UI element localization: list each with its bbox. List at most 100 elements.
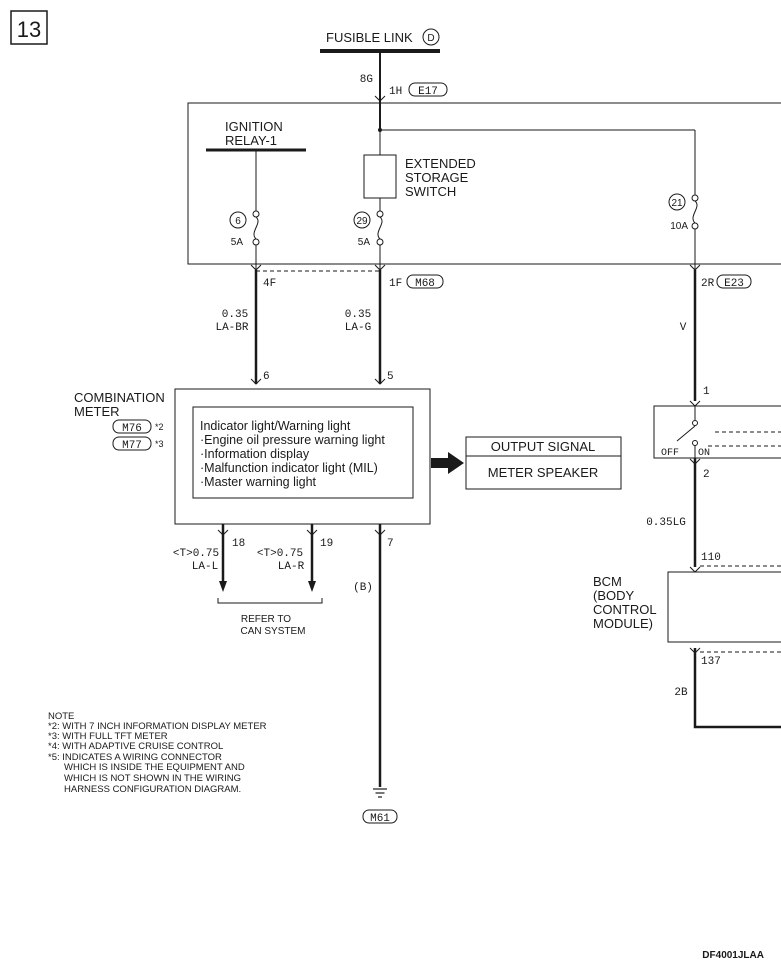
connector-m68-box xyxy=(406,274,444,289)
note-4: *4: WITH ADAPTIVE CRUISE CONTROL xyxy=(48,741,223,752)
switch-contact-bottom xyxy=(692,440,698,446)
switch-pivot xyxy=(692,420,698,426)
note-2: *2: WITH 7 INCH INFORMATION DISPLAY METE… xyxy=(48,721,267,732)
ground-connector: M61 xyxy=(370,813,390,825)
extended-storage-switch xyxy=(363,154,397,199)
meter-pin-5: 5 xyxy=(387,371,394,383)
switch-pin-2: 2 xyxy=(703,469,710,481)
wire-0-35lg-label: 0.35LG xyxy=(646,517,686,529)
wire-v-label: V xyxy=(680,322,687,334)
bcm-box xyxy=(667,571,781,643)
fuse-6-number: 6 xyxy=(235,216,241,227)
meter-pin-5-mark xyxy=(374,378,386,385)
can-spec-19: <T>0.75 xyxy=(257,548,303,560)
indicator-title: Indicator light/Warning light xyxy=(200,419,351,433)
fuse-6-rating: 5A xyxy=(231,237,244,248)
fuse-29-terminal-bottom xyxy=(376,238,384,246)
connector-e23-box xyxy=(716,274,752,289)
fuse-21-number-circle xyxy=(668,193,686,211)
fuse-block-outline xyxy=(187,102,781,265)
fuse-6-number-circle xyxy=(229,211,247,229)
bcm-pin-137: 137 xyxy=(701,656,721,668)
bcm-pin-110-mark xyxy=(689,566,701,573)
fuse-21-rating: 10A xyxy=(670,221,688,232)
connector-m77-box xyxy=(112,436,152,451)
can-arrow-18 xyxy=(219,581,227,592)
storage-switch-line3: SWITCH xyxy=(405,184,456,199)
connector-m76: M76 xyxy=(122,423,142,435)
connector-e17-mark xyxy=(374,95,386,102)
switch-on-label: ON xyxy=(698,448,710,459)
note-heading: NOTE xyxy=(48,711,74,722)
ground-connector-box xyxy=(362,809,398,824)
connector-e17-name: E17 xyxy=(418,86,438,98)
page-number: 13 xyxy=(17,17,41,42)
combination-meter-line1: COMBINATION xyxy=(74,390,165,405)
note-5-cont-2: WHICH IS NOT SHOWN IN THE WIRING xyxy=(64,773,241,784)
meter-pin-6: 6 xyxy=(263,371,270,383)
fuse-21-number: 21 xyxy=(671,198,683,209)
combination-meter xyxy=(174,388,431,525)
can-bracket xyxy=(217,598,323,604)
indicator-light-box xyxy=(192,406,414,499)
refer-line2: CAN SYSTEM xyxy=(240,626,305,637)
fuse-6-terminal-bottom xyxy=(252,238,260,246)
meter-pin-6-mark xyxy=(250,378,262,385)
note-ref-2: *2 xyxy=(155,422,164,432)
can-spec-18: <T>0.75 xyxy=(173,548,219,560)
wire-b-label: (B) xyxy=(353,582,373,594)
fuse-21-terminal-top xyxy=(691,194,699,202)
fuse-21-element xyxy=(692,200,698,224)
indicator-item-mil: ·Malfunction indicator light (MIL) xyxy=(200,461,378,475)
indicator-item-oil: ·Engine oil pressure warning light xyxy=(200,433,385,447)
connector-m77: M77 xyxy=(122,440,142,452)
indicator-item-master: ·Master warning light xyxy=(200,475,317,489)
output-signal-box xyxy=(465,436,622,490)
wire-la-g-color: LA-G xyxy=(345,322,371,334)
indicator-item-display: ·Information display xyxy=(200,447,310,461)
note-5: *5: INDICATES A WIRING CONNECTOR xyxy=(48,752,222,763)
can-color-18: LA-L xyxy=(192,561,218,573)
switch-off-label: OFF xyxy=(661,448,679,459)
fuse-29-element xyxy=(377,216,383,240)
connector-e23-name: E23 xyxy=(724,278,744,290)
note-5-cont-1: WHICH IS INSIDE THE EQUIPMENT AND xyxy=(64,762,245,773)
wire-la-br-size: 0.35 xyxy=(222,309,248,321)
can-arrow-19 xyxy=(308,581,316,592)
output-arrow xyxy=(431,452,464,474)
meter-speaker: METER SPEAKER xyxy=(488,465,599,480)
note-3: *3: WITH FULL TFT METER xyxy=(48,731,168,742)
wire-la-br-color: LA-BR xyxy=(215,322,248,334)
fuse-29-terminal-top xyxy=(376,210,384,218)
fusible-link-label: FUSIBLE LINK xyxy=(326,30,413,45)
can-pin-19: 19 xyxy=(320,538,333,550)
fuse-29-number-circle xyxy=(353,211,371,229)
output-signal-header: OUTPUT SIGNAL xyxy=(491,439,596,454)
bcm-line1: BCM xyxy=(593,574,622,589)
fuse-6-element xyxy=(253,216,259,240)
bcm-line4: MODULE) xyxy=(593,616,653,631)
switch-box-outline xyxy=(653,405,781,459)
connector-m68-name: M68 xyxy=(415,278,435,290)
figure-code: DF4001JLAA xyxy=(702,950,764,961)
fuse-29-rating: 5A xyxy=(358,237,371,248)
switch-pin-1: 1 xyxy=(703,386,710,398)
connector-2r-pin: 2R xyxy=(701,278,715,290)
connector-m76-box xyxy=(112,419,152,434)
bcm-pin-110: 110 xyxy=(701,552,721,564)
can-pin-18: 18 xyxy=(232,538,245,550)
can-pin-18-mark xyxy=(217,529,229,536)
note-ref-3: *3 xyxy=(155,439,164,449)
fusible-link-letter: D xyxy=(427,33,434,44)
wire-2b-label: 2B xyxy=(674,687,688,699)
can-pin-19-mark xyxy=(306,529,318,536)
connector-e17-pin: 1H xyxy=(389,86,402,98)
meter-pin-7: 7 xyxy=(387,538,394,550)
refer-line1: REFER TO xyxy=(241,614,291,625)
ignition-relay-line1: IGNITION xyxy=(225,119,283,134)
page-number-box xyxy=(10,10,48,45)
switch-blade xyxy=(676,425,696,442)
bcm-line3: CONTROL xyxy=(593,602,657,617)
storage-switch-line2: STORAGE xyxy=(405,170,469,185)
